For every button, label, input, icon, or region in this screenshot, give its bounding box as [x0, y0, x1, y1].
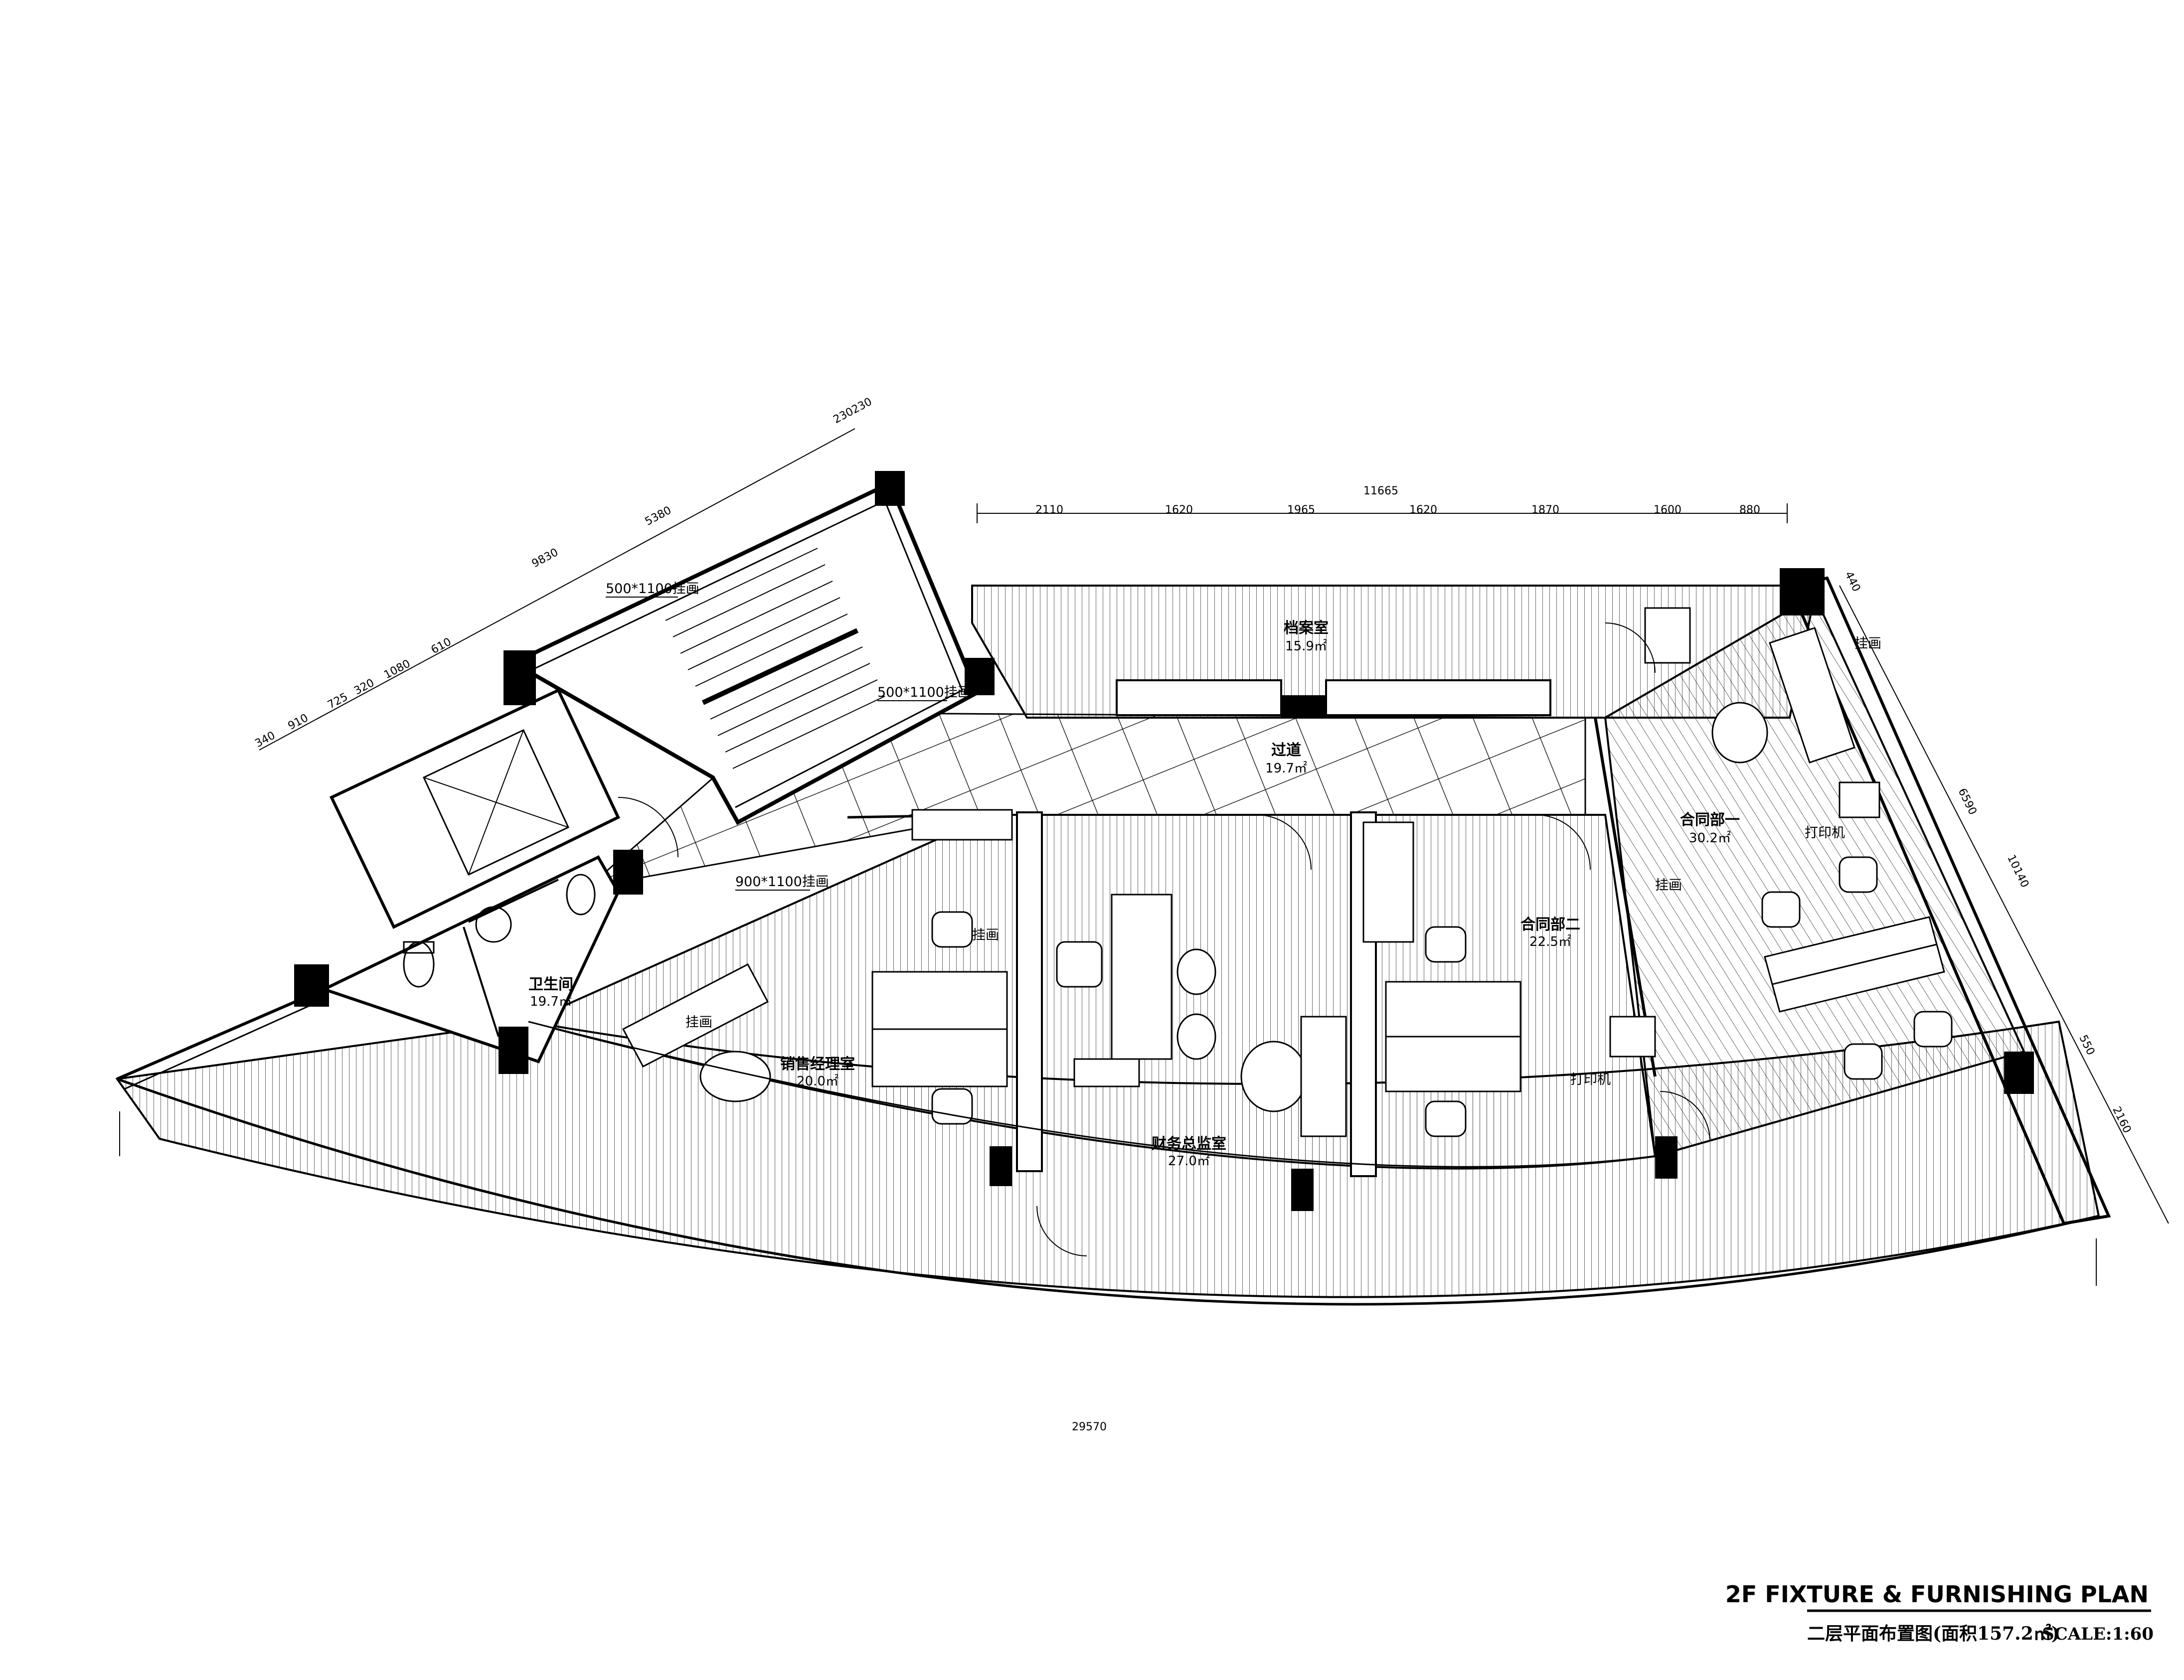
plan-title-chinese: 二层平面布置图(面积157.2㎡): [1807, 1623, 2060, 1644]
room-restroom-area: 19.7㎡: [530, 994, 572, 1009]
dim-top-seg-1: 2110: [1035, 504, 1063, 516]
dim-left-seg-3: 725: [326, 691, 350, 712]
dim-arc: 29570: [1072, 1421, 1107, 1433]
dim-top-total: 11665: [1363, 485, 1398, 497]
note-painting-right: 挂画: [1854, 636, 1881, 651]
room-restroom-name: 卫生间: [528, 976, 573, 993]
note-printer-lower: 打印机: [1570, 1072, 1611, 1087]
note-painting-sales: 挂画: [685, 1015, 712, 1030]
plan-scale: SCALE:1:60: [2042, 1624, 2154, 1644]
archive-cabinets: [1116, 679, 1551, 716]
dim-top-seg-2: 1620: [1165, 504, 1193, 516]
note-painting-900: 900*1100挂画: [735, 874, 829, 890]
dim-left-seg-4: 320: [352, 677, 376, 698]
room-corridor-name: 过道: [1271, 742, 1301, 759]
dimension-lines: [119, 428, 2169, 1286]
room-archive-area: 15.9㎡: [1285, 639, 1327, 654]
note-painting-500-a: 500*1100挂画: [606, 581, 699, 597]
dim-top-seg-3: 1965: [1287, 504, 1315, 516]
room-contract-1-name: 合同部一: [1680, 811, 1740, 829]
dim-top-seg-5: 1870: [1531, 504, 1559, 516]
room-labels: 档案室 15.9㎡ 过道 19.7㎡ 合同部一 30.2㎡ 合同部二 22.5㎡…: [528, 619, 1740, 1169]
structural-columns: [294, 471, 2034, 1211]
note-painting-finance: 挂画: [972, 927, 999, 943]
dim-top-seg-6: 1600: [1654, 504, 1681, 516]
stair-tower: [329, 480, 980, 929]
room-finance-area: 27.0㎡: [1168, 1154, 1210, 1169]
room-archive-name: 档案室: [1284, 619, 1329, 637]
title-block: 2F FIXTURE & FURNISHING PLAN 二层平面布置图(面积1…: [1725, 1581, 2154, 1644]
note-painting-contract-1: 挂画: [1655, 878, 1682, 893]
furniture: [622, 607, 1953, 1137]
dim-left-total: 9830: [530, 546, 560, 570]
room-sales-area: 20.0㎡: [797, 1074, 839, 1089]
room-corridor-area: 19.7㎡: [1265, 761, 1307, 776]
note-painting-500-b: 500*1100挂画: [877, 685, 971, 700]
dim-right-c: 550: [2076, 1033, 2097, 1058]
curtain-wall-line: [528, 1021, 1656, 1168]
door-swings: [618, 622, 1710, 1256]
dim-right-total: 10140: [2005, 853, 2031, 890]
room-contract-1-area: 30.2㎡: [1689, 831, 1731, 846]
dim-right-d: 2160: [2110, 1105, 2133, 1135]
dim-left-seg-6: 610: [429, 636, 454, 657]
dim-left-top-b: 230: [850, 396, 874, 417]
annotations: 500*1100挂画 500*1100挂画 900*1100挂画 挂画 挂画 挂…: [606, 581, 1881, 1087]
dim-top-seg-4: 1620: [1409, 504, 1437, 516]
dim-top-seg-7: 880: [1739, 504, 1760, 516]
dim-right-b: 6590: [1956, 786, 1979, 817]
dim-left-seg-5: 1080: [382, 657, 412, 681]
note-printer-right: 打印机: [1805, 825, 1845, 841]
dim-right-a: 440: [1842, 570, 1862, 594]
room-contract-2-area: 22.5㎡: [1529, 934, 1571, 949]
plan-title-english: 2F FIXTURE & FURNISHING PLAN: [1725, 1581, 2149, 1608]
room-contract-2-name: 合同部二: [1520, 916, 1580, 933]
room-finance-name: 财务总监室: [1152, 1135, 1226, 1153]
dim-left-a: 5380: [643, 504, 673, 528]
room-sales-name: 销售经理室: [780, 1056, 855, 1073]
